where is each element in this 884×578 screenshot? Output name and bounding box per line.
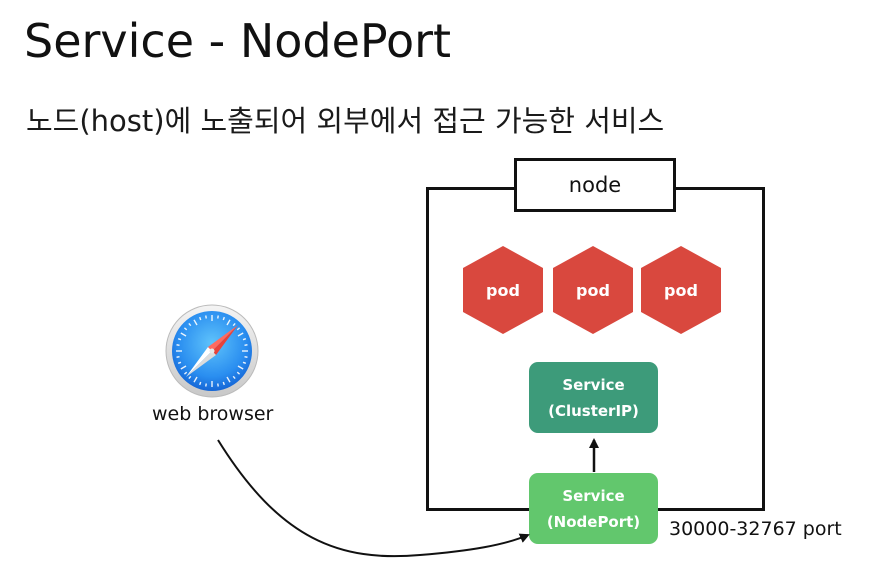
- pod-3: pod: [640, 245, 722, 335]
- pod-hexagon-icon: [463, 246, 543, 334]
- pod-label: pod: [486, 280, 520, 300]
- service-nodeport-box: Service (NodePort): [529, 473, 658, 544]
- pod-label: pod: [664, 280, 698, 300]
- slide-title: Service - NodePort: [24, 14, 452, 68]
- service-clusterip-line1: Service: [562, 375, 625, 394]
- slide-subtitle: 노드(host)에 노출되어 외부에서 접근 가능한 서비스: [26, 104, 665, 138]
- pod-hexagon-icon: [553, 246, 633, 334]
- service-clusterip-box: Service (ClusterIP): [529, 362, 658, 433]
- pod-2: pod: [552, 245, 634, 335]
- pod-hexagon-icon: [641, 246, 721, 334]
- service-nodeport-line1: Service: [562, 486, 625, 505]
- pod-label: pod: [576, 280, 610, 300]
- pod-1: pod: [462, 245, 544, 335]
- node-label: node: [568, 173, 622, 197]
- safari-compass-icon: [165, 304, 259, 398]
- node-label-box: node: [514, 158, 676, 212]
- service-clusterip-line2: (ClusterIP): [548, 401, 639, 420]
- browser-to-nodeport-arrow: [217, 439, 530, 558]
- browser-label: web browser: [152, 403, 274, 425]
- port-range-label: 30000-32767 port: [669, 518, 842, 540]
- service-nodeport-line2: (NodePort): [546, 512, 641, 531]
